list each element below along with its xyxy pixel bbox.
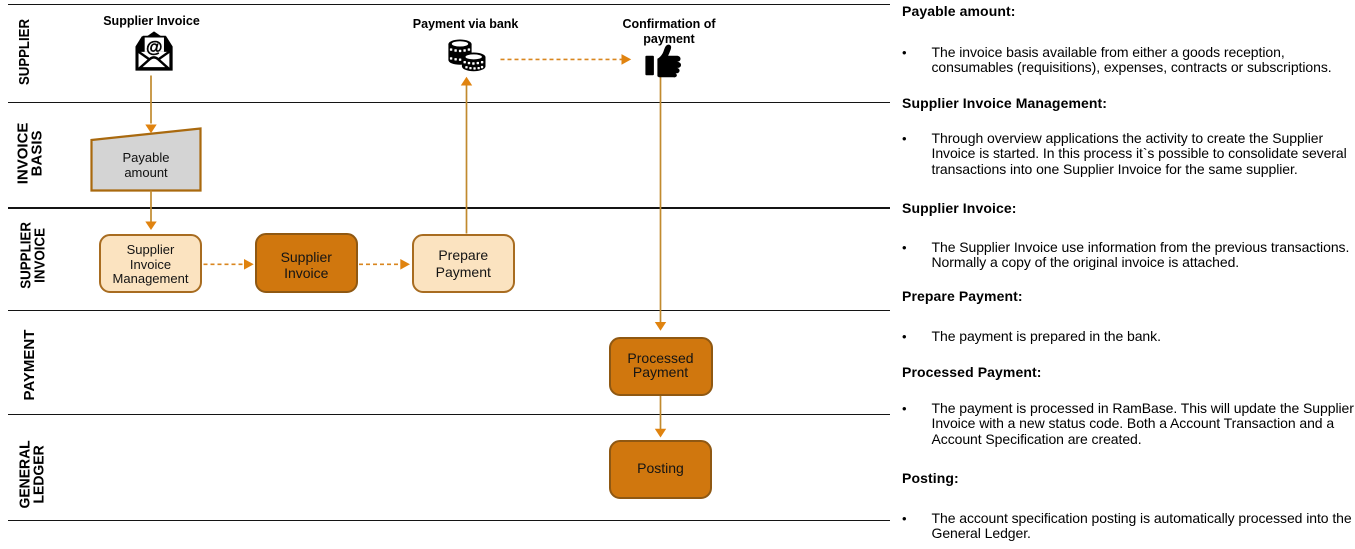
svg-text:@: @: [146, 38, 162, 57]
